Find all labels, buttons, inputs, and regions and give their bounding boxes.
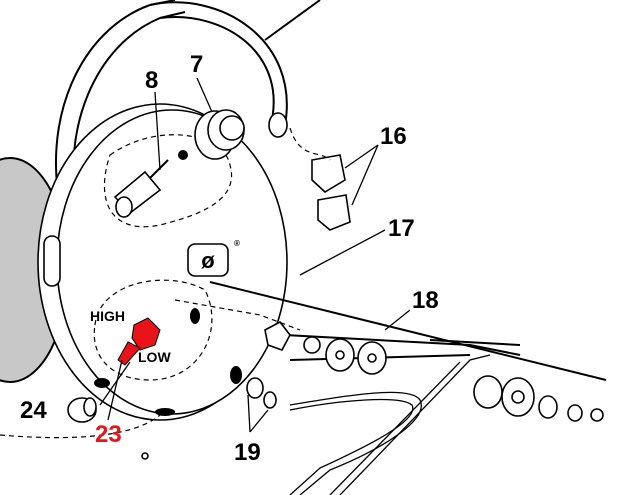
mic-jack-part — [113, 159, 169, 218]
callout-23: 23 — [95, 421, 122, 448]
callout-7: 7 — [190, 51, 203, 78]
logo-registered: ® — [234, 239, 240, 248]
plug-part — [67, 397, 97, 423]
logo-symbol: ø — [201, 248, 215, 273]
switch-low-label: LOW — [138, 349, 171, 365]
leader-lines — [99, 77, 411, 433]
callout-8: 8 — [145, 67, 158, 94]
headband — [54, 0, 321, 220]
volume-knob — [194, 109, 245, 160]
callout-19: 19 — [234, 439, 261, 466]
brand-logo: ø ® — [187, 239, 240, 277]
switch-high-label: HIGH — [90, 308, 125, 324]
callout-24: 24 — [20, 397, 47, 424]
sensitivity-switch — [117, 317, 161, 366]
washers — [264, 320, 604, 422]
earcup — [37, 103, 288, 421]
callout-17: 17 — [388, 215, 415, 242]
clips — [289, 127, 351, 231]
cable-assembly — [246, 354, 491, 495]
callout-16: 16 — [380, 123, 407, 150]
callout-18: 18 — [412, 287, 439, 314]
